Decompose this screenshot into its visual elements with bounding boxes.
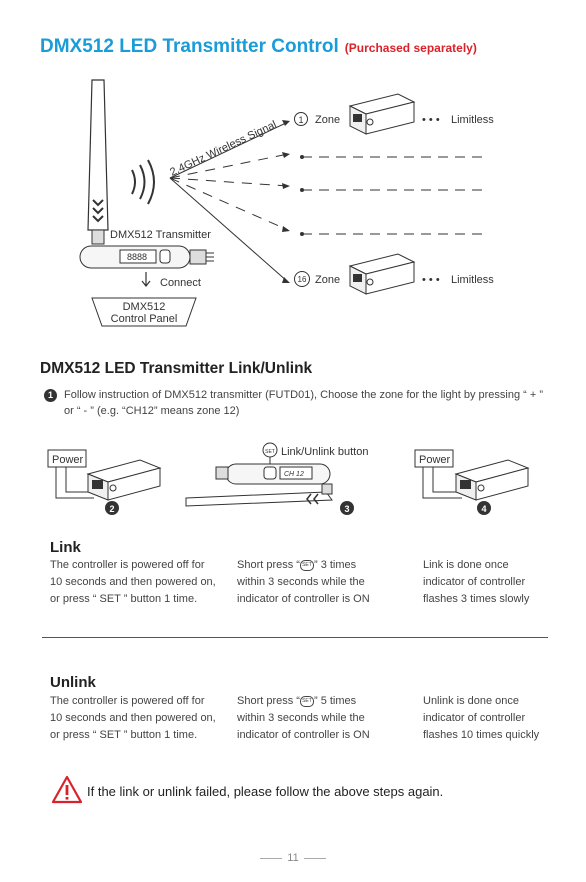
controller-icon <box>348 93 416 135</box>
page-number-text: 11 <box>287 852 299 864</box>
zone-first-num: 1 <box>298 115 303 125</box>
power-box-left <box>47 449 87 468</box>
step-3-num: 3 <box>344 504 349 514</box>
link-col2-b: ” 3 times within 3 seconds while the ind… <box>237 559 370 605</box>
link-title: Link <box>50 539 81 556</box>
step-4-num: 4 <box>481 504 486 514</box>
transmitter-diagram: 2.4GHz Wireless Signal 8888 DMX512 Trans… <box>79 79 494 327</box>
link-col2: Short press “SET” 3 times within 3 secon… <box>237 557 412 608</box>
warning-text: If the link or unlink failed, please fol… <box>87 784 444 799</box>
step-1-badge: 1 <box>44 389 57 402</box>
link-unlink-heading: DMX512 LED Transmitter Link/Unlink <box>40 360 313 377</box>
limitless-label-first: Limitless <box>451 114 494 126</box>
ch-display: CH 12 <box>284 471 304 478</box>
step-2-badge <box>105 501 119 515</box>
connect-arrow-icon <box>141 272 151 287</box>
purchase-note: (Purchased separately) <box>344 41 477 55</box>
controller-icon <box>454 459 530 501</box>
link-col3: Link is done once indicator of controlle… <box>423 559 530 605</box>
control-panel-line1: DMX512 <box>123 301 166 313</box>
control-panel-line2: Control Panel <box>111 313 178 325</box>
unlink-col1: The controller is powered off for 10 sec… <box>50 695 216 741</box>
link-col1: The controller is powered off for 10 sec… <box>50 559 216 605</box>
zone-first-badge <box>294 112 308 126</box>
antenna-icon <box>185 491 333 507</box>
page-title: DMX512 LED Transmitter Control (Purchased… <box>40 36 477 58</box>
unlink-col3: Unlink is done once indicator of control… <box>423 695 540 741</box>
zone-last-label: Zone <box>315 274 340 286</box>
connect-label: Connect <box>160 277 201 289</box>
section-divider <box>42 637 548 638</box>
unlink-col2: Short press “SET” 5 times within 3 secon… <box>237 693 412 744</box>
zone-last-badge <box>294 271 310 287</box>
signal-rays <box>169 121 289 283</box>
link-steps-illustration: Power 2 SET Link/Unlink button CH 12 3 P… <box>47 442 530 515</box>
transmitter-display: 8888 <box>127 252 147 262</box>
unlink-title: Unlink <box>50 674 96 691</box>
controller-icon <box>348 253 416 295</box>
zone-last-dots: • • • <box>422 274 440 286</box>
step-4-badge <box>477 501 491 515</box>
page-title-text: DMX512 LED Transmitter Control <box>40 36 339 57</box>
controller-icon <box>86 459 162 501</box>
antenna-icon <box>87 79 109 245</box>
unlink-col2-a: Short press “ <box>237 695 300 707</box>
control-panel-box <box>91 297 197 327</box>
page-number: 11 <box>0 852 586 864</box>
set-button-icon: SET <box>299 695 314 707</box>
step-1: 1 Follow instruction of DMX512 transmitt… <box>44 388 544 419</box>
step-3-badge <box>340 501 354 515</box>
zone-first-dots: • • • <box>422 114 440 126</box>
set-button-icon: SET <box>299 559 314 571</box>
power-box-right <box>414 449 454 468</box>
limitless-label-last: Limitless <box>451 274 494 286</box>
dmx-transmitter-icon: 8888 <box>79 245 214 269</box>
transmitter-label: DMX512 Transmitter <box>110 229 211 241</box>
zone-last-num: 16 <box>298 275 307 284</box>
link-unlink-button-label: Link/Unlink button <box>281 446 368 458</box>
step-1-text: Follow instruction of DMX512 transmitter… <box>64 389 543 417</box>
power-label-right: Power <box>419 454 451 466</box>
ray-arrowheads <box>282 120 290 283</box>
signal-label: 2.4GHz Wireless Signal <box>168 119 278 179</box>
link-col2-a: Short press “ <box>237 559 300 571</box>
power-label-left: Power <box>52 454 84 466</box>
warning-triangle-icon <box>51 775 83 804</box>
unlink-col2-b: ” 5 times within 3 seconds while the ind… <box>237 695 370 741</box>
set-button-text: SET <box>265 449 275 455</box>
dmx-transmitter-icon: CH 12 <box>185 463 333 507</box>
zone-first-label: Zone <box>315 114 340 126</box>
step-2-num: 2 <box>109 504 114 514</box>
wireless-waves-icon <box>131 159 155 205</box>
zone-dashed-lines <box>302 156 482 235</box>
